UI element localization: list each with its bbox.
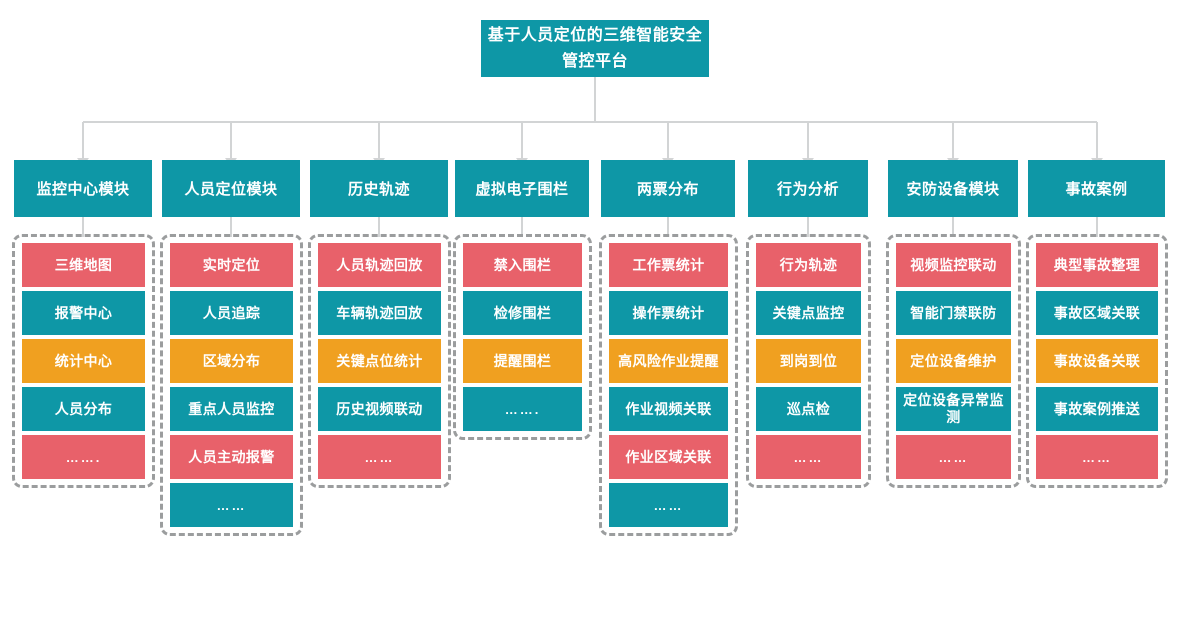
column-group-4: 禁入围栏检修围栏提醒围栏……. xyxy=(453,234,592,440)
item-cell[interactable]: 作业视频关联 xyxy=(609,387,728,431)
item-cell[interactable]: 人员追踪 xyxy=(170,291,293,335)
connector-drop-5 xyxy=(667,122,669,160)
item-cell[interactable]: 人员分布 xyxy=(22,387,145,431)
connector-drop-7 xyxy=(952,122,954,160)
connector-drop-2 xyxy=(230,122,232,160)
item-cell[interactable]: 事故区域关联 xyxy=(1036,291,1158,335)
item-cell[interactable]: …… xyxy=(318,435,441,479)
item-cell[interactable]: …… xyxy=(609,483,728,527)
item-cell[interactable]: 工作票统计 xyxy=(609,243,728,287)
item-cell[interactable]: 事故案例推送 xyxy=(1036,387,1158,431)
item-cell[interactable]: 巡点检 xyxy=(756,387,861,431)
connector-stub-1 xyxy=(82,217,84,237)
column-group-2: 实时定位人员追踪区域分布重点人员监控人员主动报警…… xyxy=(160,234,303,536)
connector-stub-3 xyxy=(378,217,380,237)
item-cell[interactable]: 关键点位统计 xyxy=(318,339,441,383)
item-cell[interactable]: ……. xyxy=(22,435,145,479)
item-cell[interactable]: 人员主动报警 xyxy=(170,435,293,479)
item-cell[interactable]: 禁入围栏 xyxy=(463,243,582,287)
item-cell[interactable]: …… xyxy=(1036,435,1158,479)
connector-drop-6 xyxy=(807,122,809,160)
connector-stub-7 xyxy=(952,217,954,237)
item-cell[interactable]: 提醒围栏 xyxy=(463,339,582,383)
item-cell[interactable]: 行为轨迹 xyxy=(756,243,861,287)
item-cell[interactable]: 事故设备关联 xyxy=(1036,339,1158,383)
item-cell[interactable]: …… xyxy=(896,435,1011,479)
horizontal-bus-connector xyxy=(83,121,1097,123)
connector-drop-8 xyxy=(1095,122,1098,160)
column-group-7: 视频监控联动智能门禁联防定位设备维护定位设备异常监测…… xyxy=(886,234,1021,488)
item-cell[interactable]: 实时定位 xyxy=(170,243,293,287)
item-cell[interactable]: 三维地图 xyxy=(22,243,145,287)
column-header-7[interactable]: 安防设备模块 xyxy=(888,160,1018,217)
item-cell[interactable]: 操作票统计 xyxy=(609,291,728,335)
column-header-4[interactable]: 虚拟电子围栏 xyxy=(455,160,589,217)
column-group-1: 三维地图报警中心统计中心人员分布……. xyxy=(12,234,155,488)
item-cell[interactable]: 定位设备异常监测 xyxy=(896,387,1011,431)
item-cell[interactable]: 定位设备维护 xyxy=(896,339,1011,383)
item-cell[interactable]: 视频监控联动 xyxy=(896,243,1011,287)
item-cell[interactable]: 关键点监控 xyxy=(756,291,861,335)
column-header-8[interactable]: 事故案例 xyxy=(1028,160,1165,217)
column-group-8: 典型事故整理事故区域关联事故设备关联事故案例推送…… xyxy=(1026,234,1168,488)
connector-stub-5 xyxy=(667,217,669,237)
item-cell[interactable]: 人员轨迹回放 xyxy=(318,243,441,287)
item-cell[interactable]: …… xyxy=(756,435,861,479)
connector-stub-6 xyxy=(807,217,809,237)
item-cell[interactable]: 区域分布 xyxy=(170,339,293,383)
connector-drop-1 xyxy=(82,122,84,160)
column-group-6: 行为轨迹关键点监控到岗到位巡点检…… xyxy=(746,234,871,488)
item-cell[interactable]: 报警中心 xyxy=(22,291,145,335)
item-cell[interactable]: 重点人员监控 xyxy=(170,387,293,431)
item-cell[interactable]: …… xyxy=(170,483,293,527)
connector-stub-8 xyxy=(1095,217,1098,237)
column-group-3: 人员轨迹回放车辆轨迹回放关键点位统计历史视频联动…… xyxy=(308,234,451,488)
connector-stub-4 xyxy=(521,217,523,237)
item-cell[interactable]: 检修围栏 xyxy=(463,291,582,335)
column-group-5: 工作票统计操作票统计高风险作业提醒作业视频关联作业区域关联…… xyxy=(599,234,738,536)
column-header-1[interactable]: 监控中心模块 xyxy=(14,160,152,217)
connector-drop-4 xyxy=(521,122,523,160)
connector-drop-3 xyxy=(378,122,380,160)
column-header-2[interactable]: 人员定位模块 xyxy=(162,160,300,217)
item-cell[interactable]: 到岗到位 xyxy=(756,339,861,383)
root-vertical-connector xyxy=(594,77,596,122)
item-cell[interactable]: 典型事故整理 xyxy=(1036,243,1158,287)
column-header-3[interactable]: 历史轨迹 xyxy=(310,160,448,217)
item-cell[interactable]: 高风险作业提醒 xyxy=(609,339,728,383)
column-header-5[interactable]: 两票分布 xyxy=(601,160,735,217)
item-cell[interactable]: 智能门禁联防 xyxy=(896,291,1011,335)
item-cell[interactable]: ……. xyxy=(463,387,582,431)
connector-stub-2 xyxy=(230,217,232,237)
item-cell[interactable]: 作业区域关联 xyxy=(609,435,728,479)
item-cell[interactable]: 统计中心 xyxy=(22,339,145,383)
item-cell[interactable]: 车辆轨迹回放 xyxy=(318,291,441,335)
item-cell[interactable]: 历史视频联动 xyxy=(318,387,441,431)
column-header-6[interactable]: 行为分析 xyxy=(748,160,868,217)
platform-title-box: 基于人员定位的三维智能安全管控平台 xyxy=(481,20,709,77)
